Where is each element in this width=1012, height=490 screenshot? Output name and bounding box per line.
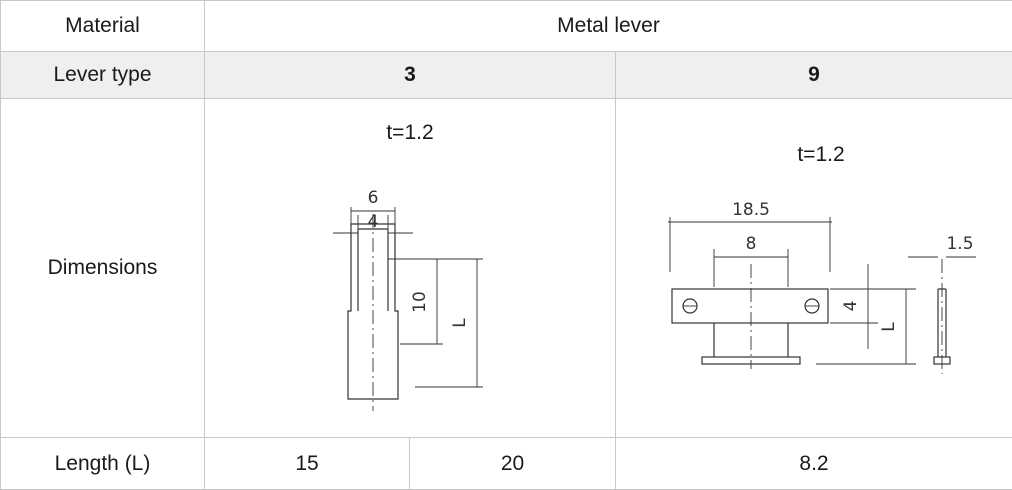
row-material: Material Metal lever: [1, 1, 1012, 52]
lever-3-thickness: t=1.2: [386, 121, 433, 144]
lever-type-label: Lever type: [1, 52, 205, 99]
dim-18-5-text: 18.5: [732, 200, 770, 220]
lever-3-drawing: t=1.2 6 4 10: [205, 99, 615, 437]
dimensions-label: Dimensions: [1, 99, 205, 438]
dim-10-text: 10: [410, 291, 430, 313]
dim-4-text: 4: [368, 212, 379, 232]
lever-9-side-view: [938, 289, 946, 357]
dim-L-text: L: [450, 318, 470, 328]
material-label: Material: [1, 1, 205, 52]
row-length: Length (L) 15 20 8.2: [1, 438, 1012, 490]
dim-L9-text: L: [879, 322, 899, 332]
length-label: Length (L): [1, 438, 205, 490]
lever-9-thickness: t=1.2: [797, 143, 844, 166]
lever-3-drawing-cell: t=1.2 6 4 10: [205, 99, 616, 438]
lever-9-drawing-cell: t=1.2 18.5 8: [616, 99, 1012, 438]
material-value: Metal lever: [205, 1, 1012, 52]
lever-9-drawing: t=1.2 18.5 8: [616, 99, 1012, 437]
lever-type-9: 9: [616, 52, 1012, 99]
row-dimensions: Dimensions t=1.2 6 4: [1, 99, 1012, 438]
dim-1-5-text: 1.5: [946, 234, 973, 254]
length-20: 20: [410, 438, 616, 490]
row-lever-type: Lever type 3 9: [1, 52, 1012, 99]
dim-4-v-text: 4: [841, 301, 861, 312]
length-15: 15: [205, 438, 410, 490]
dim-8-text: 8: [746, 234, 757, 254]
lever-type-3: 3: [205, 52, 616, 99]
dim-6-text: 6: [368, 188, 379, 208]
length-8-2: 8.2: [616, 438, 1012, 490]
